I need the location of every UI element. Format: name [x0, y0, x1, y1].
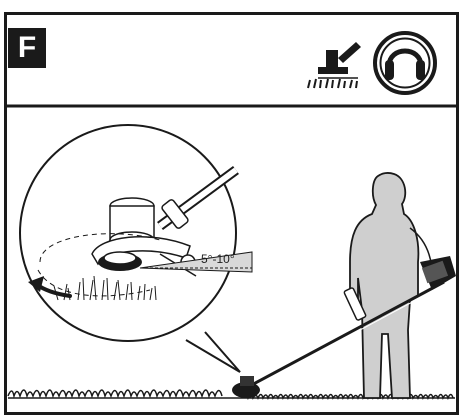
step-letter-badge: F — [8, 28, 46, 68]
cutting-angle-label: 5°-10° — [201, 252, 235, 266]
ear-protection-icon — [375, 33, 435, 93]
